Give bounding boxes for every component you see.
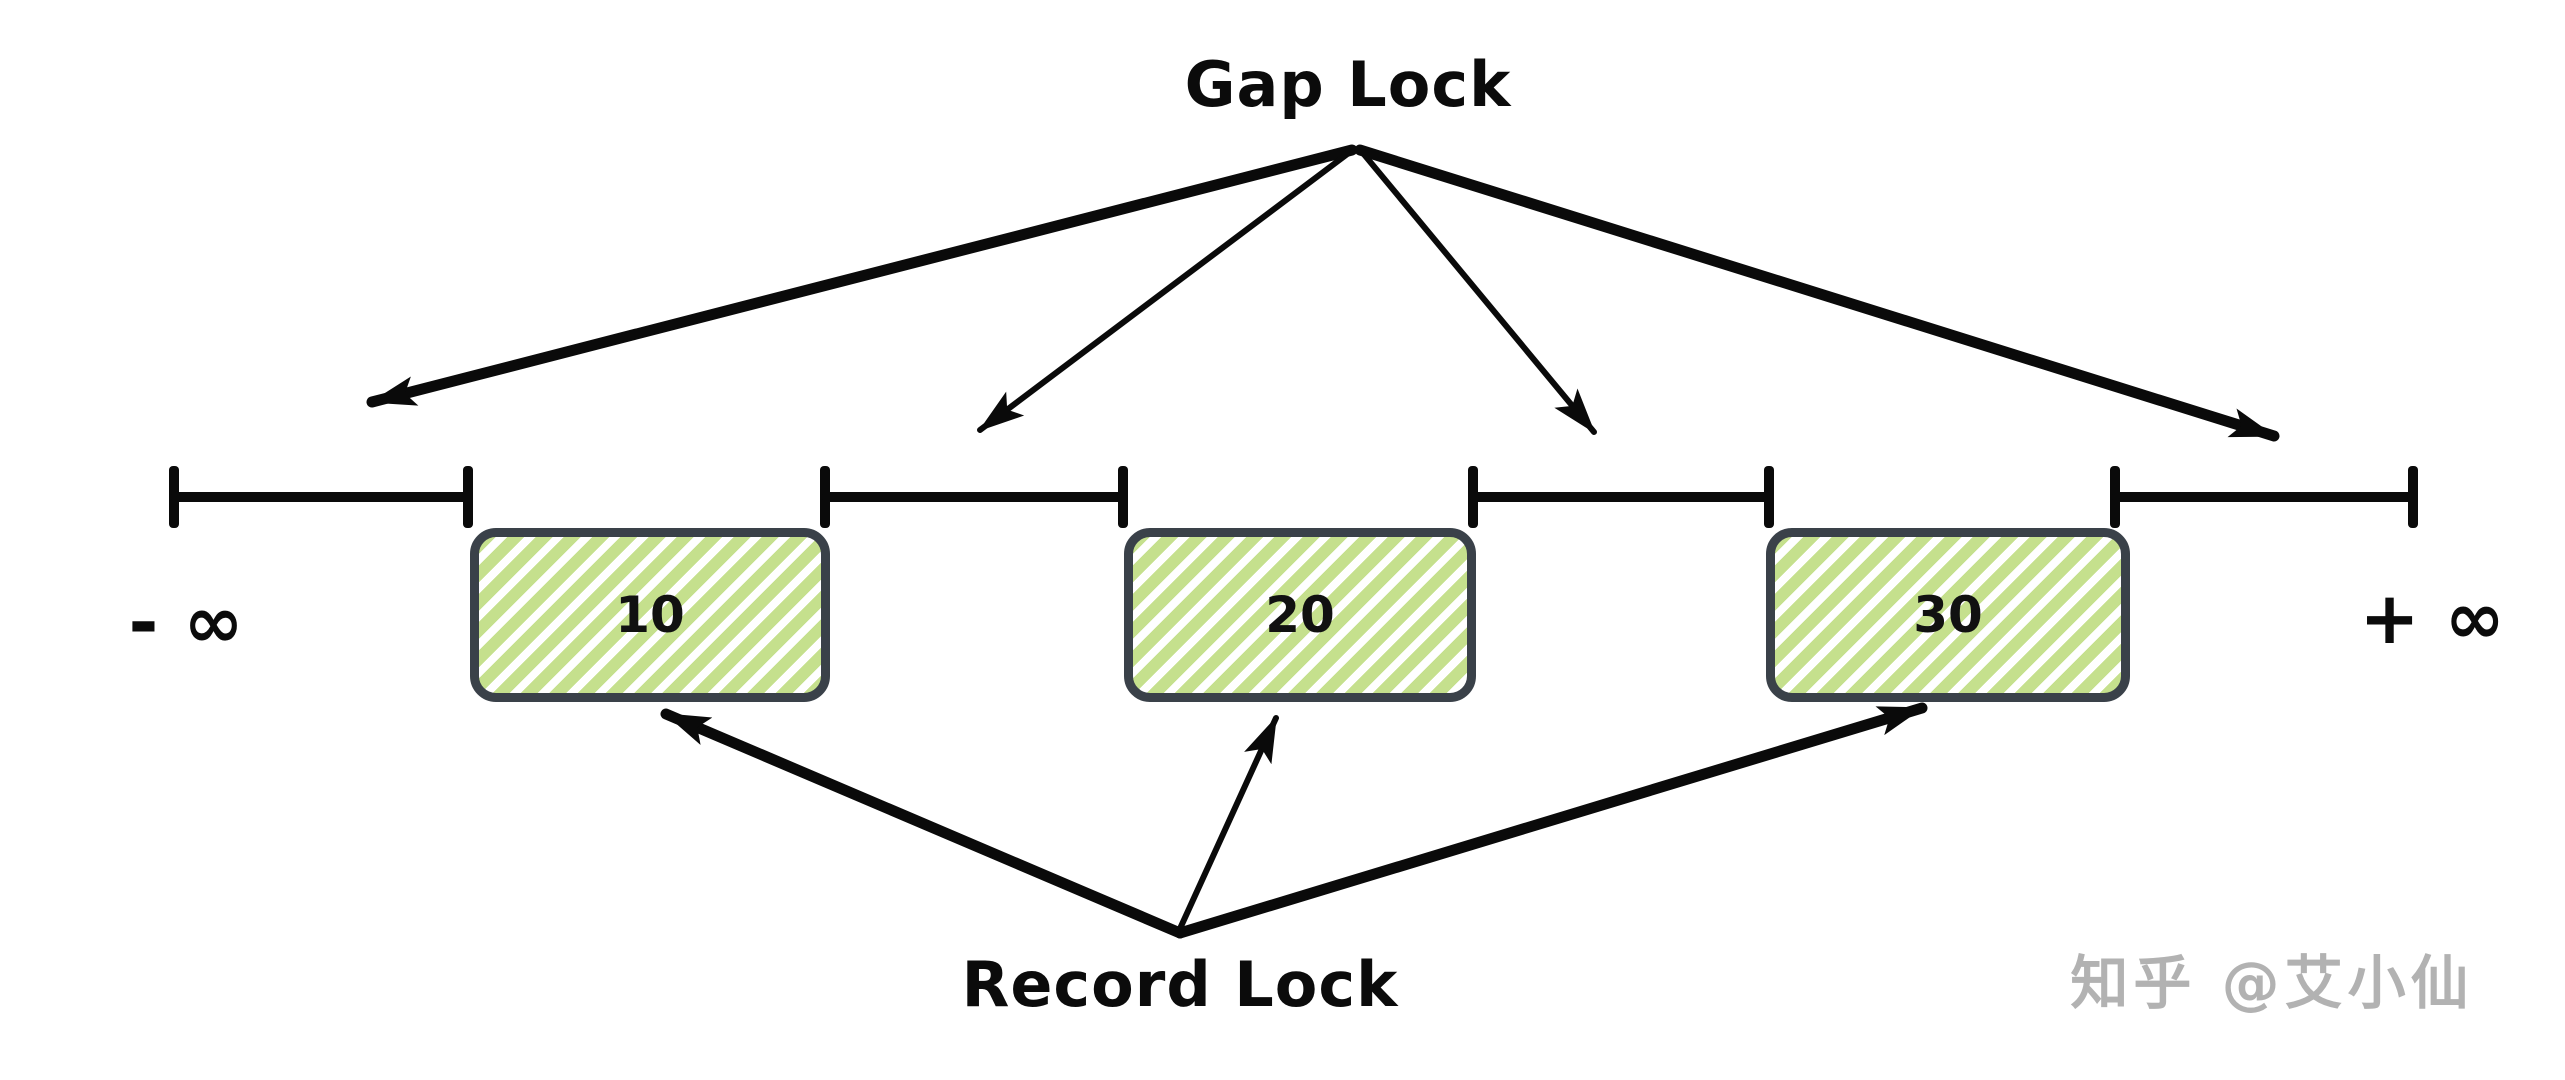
- gap-lock-title: Gap Lock: [1184, 48, 1512, 121]
- gap-lock-arrows: [366, 144, 2280, 442]
- gap-segment-4: [2110, 466, 2418, 528]
- record-lock-arrow-1: [660, 708, 1186, 939]
- record-value-1: 10: [615, 586, 685, 644]
- record-lock-arrow-3: [1174, 702, 1928, 939]
- gap-lock-arrow-4: [1354, 144, 2280, 442]
- gap-segment-2: [820, 466, 1128, 528]
- record-lock-title: Record Lock: [961, 948, 1399, 1021]
- record-lock-arrows: [660, 702, 1928, 939]
- pos-infinity-label: + ∞: [2359, 576, 2505, 660]
- gap-segment-2-right-tick: [1118, 466, 1128, 528]
- gap-lock-arrow-2: [977, 149, 1353, 433]
- watermark: 知乎 @艾小仙: [2070, 949, 2474, 1017]
- gap-segment-4-right-tick: [2408, 466, 2418, 528]
- gap-segment-3-line: [1470, 492, 1772, 502]
- neg-infinity-label: - ∞: [128, 580, 244, 664]
- record-value-2: 20: [1265, 586, 1335, 644]
- record-value-3: 30: [1913, 586, 1983, 644]
- gap-segment-1-right-tick: [463, 466, 473, 528]
- gap-segment-4-line: [2112, 492, 2416, 502]
- gap-lock-arrow-3: [1359, 149, 1597, 435]
- record-box-1: 10: [470, 528, 830, 702]
- gap-segment-2-line: [822, 492, 1126, 502]
- gap-lock-arrow-1: [366, 144, 1358, 408]
- gap-segment-1-line: [171, 492, 471, 502]
- record-lock-arrow-2: [1175, 715, 1279, 936]
- record-box-3: 30: [1766, 528, 2130, 702]
- record-box-2: 20: [1124, 528, 1476, 702]
- gap-segment-3: [1468, 466, 1774, 528]
- gap-segment-3-right-tick: [1764, 466, 1774, 528]
- gap-segment-1: [169, 466, 473, 528]
